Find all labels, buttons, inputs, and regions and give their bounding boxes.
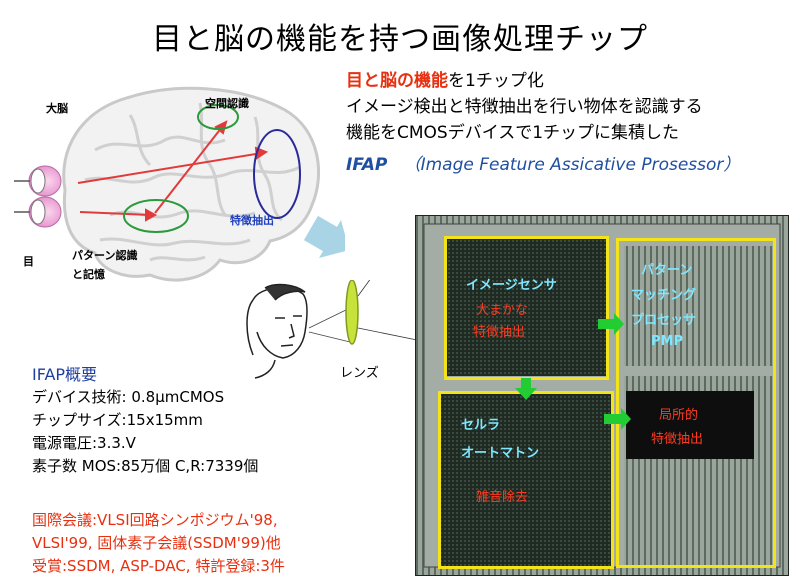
face-icon xyxy=(246,283,308,379)
ifap-full-name: （Image Feature Assicative Prosessor） xyxy=(403,155,741,175)
chip-pattern: パターン xyxy=(641,263,693,278)
description-line-1-rest: を1チップ化 xyxy=(448,71,544,91)
page-title: 目と脳の機能を持つ画像処理チップ xyxy=(152,22,648,57)
summary-heading: IFAP概要 xyxy=(32,365,98,384)
lens-label: レンズ xyxy=(340,366,379,381)
eye-icon xyxy=(14,165,62,228)
description-line-1: 目と脳の機能を1チップ化 xyxy=(346,70,544,92)
conference-line-3: 受賞:SSDM, ASP-DAC, 特許登録:3件 xyxy=(32,557,285,575)
summary-voltage: 電源電圧:3.3.V xyxy=(32,434,136,452)
direction-arrow-icon xyxy=(303,215,345,259)
feature-region xyxy=(253,129,301,219)
conference-block: 国際会議:VLSI回路シンポジウム'98, VLSI'99, 固体素子会議(SS… xyxy=(32,509,285,578)
chip-automaton: オートマトン xyxy=(461,446,540,461)
chip-cellular: セルラ xyxy=(461,418,501,433)
local-feature-block xyxy=(626,391,754,459)
chip-processor: プロセッサ xyxy=(631,313,697,328)
summary-size: チップサイズ:15x15mm xyxy=(32,411,203,429)
chip-feature-extract: 特徴抽出 xyxy=(473,325,526,340)
conference-line-2: VLSI'99, 固体素子会議(SSDM'99)他 xyxy=(32,534,281,552)
description-line-3: 機能をCMOSデバイスで1チップに集積した xyxy=(346,123,680,143)
highlight-text: 目と脳の機能 xyxy=(346,71,448,91)
chip-local-feature: 特徴抽出 xyxy=(651,432,704,447)
eye-label: 目 xyxy=(23,255,34,268)
summary-block: IFAP概要 デバイス技術: 0.8μmCMOS チップサイズ:15x15mm … xyxy=(32,363,258,478)
feature-label: 特徴抽出 xyxy=(230,214,274,227)
ifap-name: IFAP xyxy=(346,155,388,175)
spatial-region xyxy=(197,104,239,130)
brain-label: 大脳 xyxy=(46,102,68,115)
pattern-region xyxy=(123,199,189,233)
pattern-label-2: と記憶 xyxy=(72,268,105,281)
chip-photo: イメージセンサ 大まかな 特徴抽出 パターン マッチング プロセッサ PMP セ… xyxy=(415,215,789,576)
chip-matching: マッチング xyxy=(631,288,697,303)
description-line-2: イメージ検出と特徴抽出を行い物体を認識する xyxy=(346,97,703,117)
chip-pmp: PMP xyxy=(651,334,683,349)
face-lens-diagram xyxy=(246,280,418,379)
conference-line-1: 国際会議:VLSI回路シンポジウム'98, xyxy=(32,511,278,529)
spatial-label: 空間認識 xyxy=(205,97,249,110)
brain-diagram xyxy=(14,86,345,282)
summary-elements: 素子数 MOS:85万個 C,R:7339個 xyxy=(32,457,259,475)
chip-rough: 大まかな xyxy=(476,303,529,318)
ifap-name-line: IFAP （Image Feature Assicative Prosessor… xyxy=(346,150,740,175)
pattern-label-1: パターン認識 xyxy=(72,249,138,262)
pattern-region-box xyxy=(616,238,776,568)
chip-noise-removal: 雑音除去 xyxy=(476,490,529,505)
summary-tech: デバイス技術: 0.8μmCMOS xyxy=(32,388,225,406)
chip-image-sensor: イメージセンサ xyxy=(466,278,557,293)
brain-shape xyxy=(62,86,320,282)
chip-local: 局所的 xyxy=(659,408,699,423)
lens-icon xyxy=(345,280,359,345)
